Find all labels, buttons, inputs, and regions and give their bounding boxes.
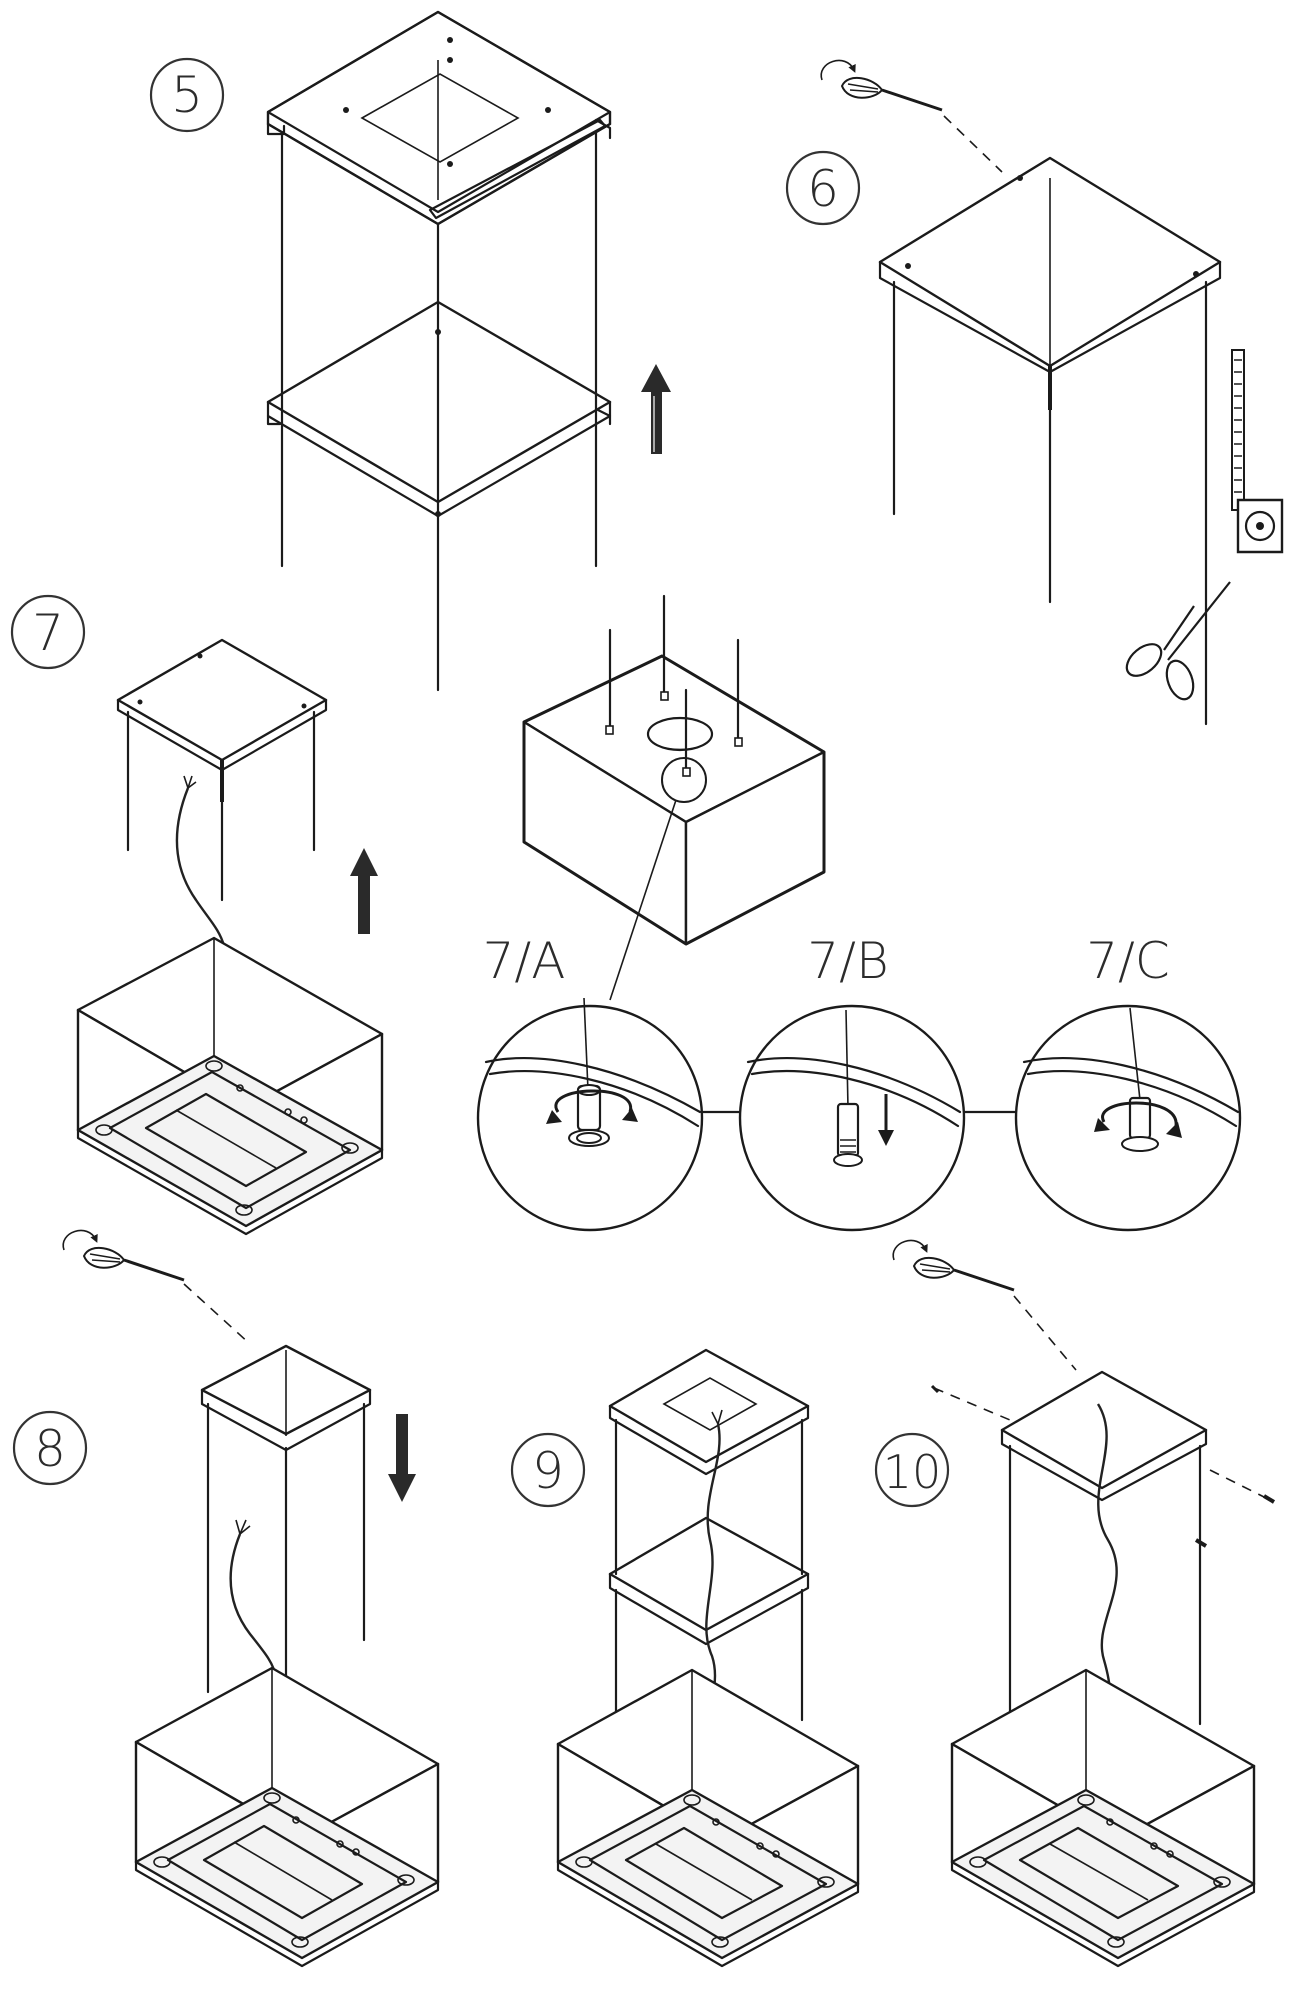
detail-7a	[476, 997, 704, 1232]
step-6-badge	[785, 150, 861, 226]
step-7: 7	[10, 594, 1242, 1236]
step-7b-label: 7/B	[807, 932, 888, 990]
scissors-icon	[1125, 581, 1231, 701]
screw-icon	[1194, 1494, 1276, 1548]
step-5-label: 5	[171, 66, 203, 124]
hood-top-view	[522, 594, 826, 1001]
arrow-up-icon	[350, 848, 378, 934]
arrow-down-icon	[388, 1414, 416, 1502]
step-5: 5	[149, 10, 671, 692]
step-10-label: 10	[883, 1445, 942, 1499]
step-10-badge	[874, 1432, 950, 1508]
hood-body-step-7	[76, 936, 384, 1236]
step-7-badge	[10, 594, 86, 670]
screwdriver-icon	[63, 1231, 184, 1280]
step-9-badge	[510, 1432, 586, 1508]
arrow-up-icon	[641, 364, 671, 454]
step-7-label: 7	[32, 604, 64, 662]
step-5-badge	[149, 57, 225, 133]
step-7c-label: 7/C	[1086, 932, 1170, 990]
step-7a-label: 7/A	[483, 932, 566, 990]
step-6: 6	[785, 61, 1284, 726]
step-6-label: 6	[807, 160, 839, 218]
screwdriver-icon	[893, 1241, 1014, 1290]
screwdriver-icon	[821, 61, 942, 110]
arrow-down-icon	[878, 1094, 894, 1146]
step-9-label: 9	[532, 1442, 564, 1500]
tape-measure-icon	[1231, 349, 1284, 554]
rotation-arrow-icon	[546, 1089, 638, 1124]
step-8-badge	[12, 1410, 88, 1486]
rotation-arrow-icon	[1094, 1101, 1182, 1138]
step-9: 9	[510, 1348, 860, 1968]
detail-7c	[1014, 1004, 1242, 1232]
step-8: 8	[12, 1231, 440, 1968]
detail-7b	[738, 1004, 966, 1232]
step-10: 10	[874, 1241, 1276, 1968]
step-8-label: 8	[34, 1420, 66, 1478]
